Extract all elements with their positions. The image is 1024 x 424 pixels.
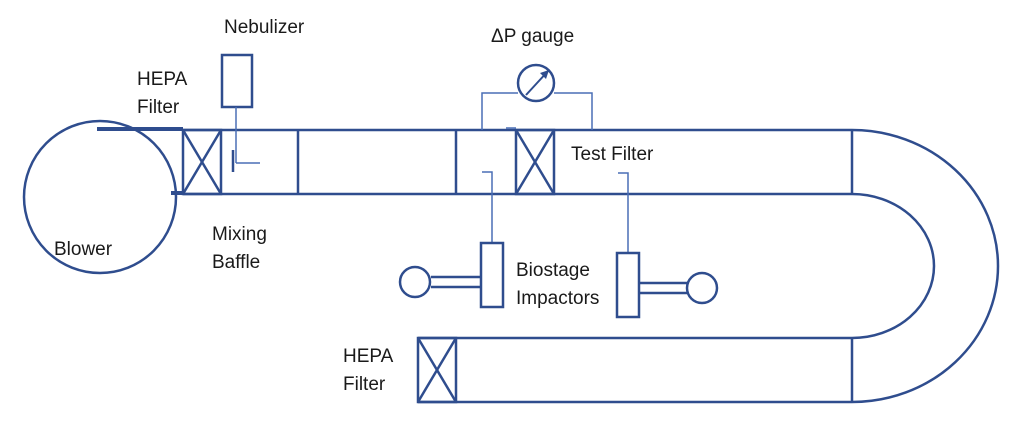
dp-gauge-dial (516, 63, 556, 103)
test-filter-label: Test Filter (571, 144, 654, 165)
biostage-label-line2: Impactors (516, 288, 599, 309)
nebulizer-label: Nebulizer (224, 17, 305, 38)
nebulizer-box (220, 53, 254, 109)
hepa-filter-top-label-line2: Filter (137, 97, 180, 118)
u-bend-outer (851, 128, 1000, 404)
test-filter (514, 128, 556, 196)
biostage-impactor-upstream (398, 241, 505, 309)
hepa-filter-top-label-line1: HEPA (137, 69, 188, 90)
dp-gauge-downstream-tap (554, 92, 593, 130)
mixing-baffle-label-line1: Mixing (212, 224, 267, 245)
hepa-filter-bottom-label-line2: Filter (343, 374, 386, 395)
biostage-impactor-downstream (615, 251, 719, 319)
blower (22, 119, 178, 275)
blower-label: Blower (54, 239, 113, 260)
dp-gauge-label: ΔP gauge (491, 26, 574, 47)
upstream-sampling-probe (482, 171, 493, 243)
mixing-baffle-label-line2: Baffle (212, 252, 260, 273)
hepa-filter-bottom-label-line1: HEPA (343, 346, 394, 367)
hepa-filter-exhaust (416, 336, 458, 404)
dp-gauge-arrowhead (540, 70, 549, 79)
dp-gauge-upstream-tap (481, 92, 518, 130)
downstream-sampling-probe (618, 172, 629, 253)
biostage-label-line1: Biostage (516, 260, 590, 281)
u-bend-inner (851, 192, 936, 340)
hepa-filter-inlet (181, 128, 223, 196)
